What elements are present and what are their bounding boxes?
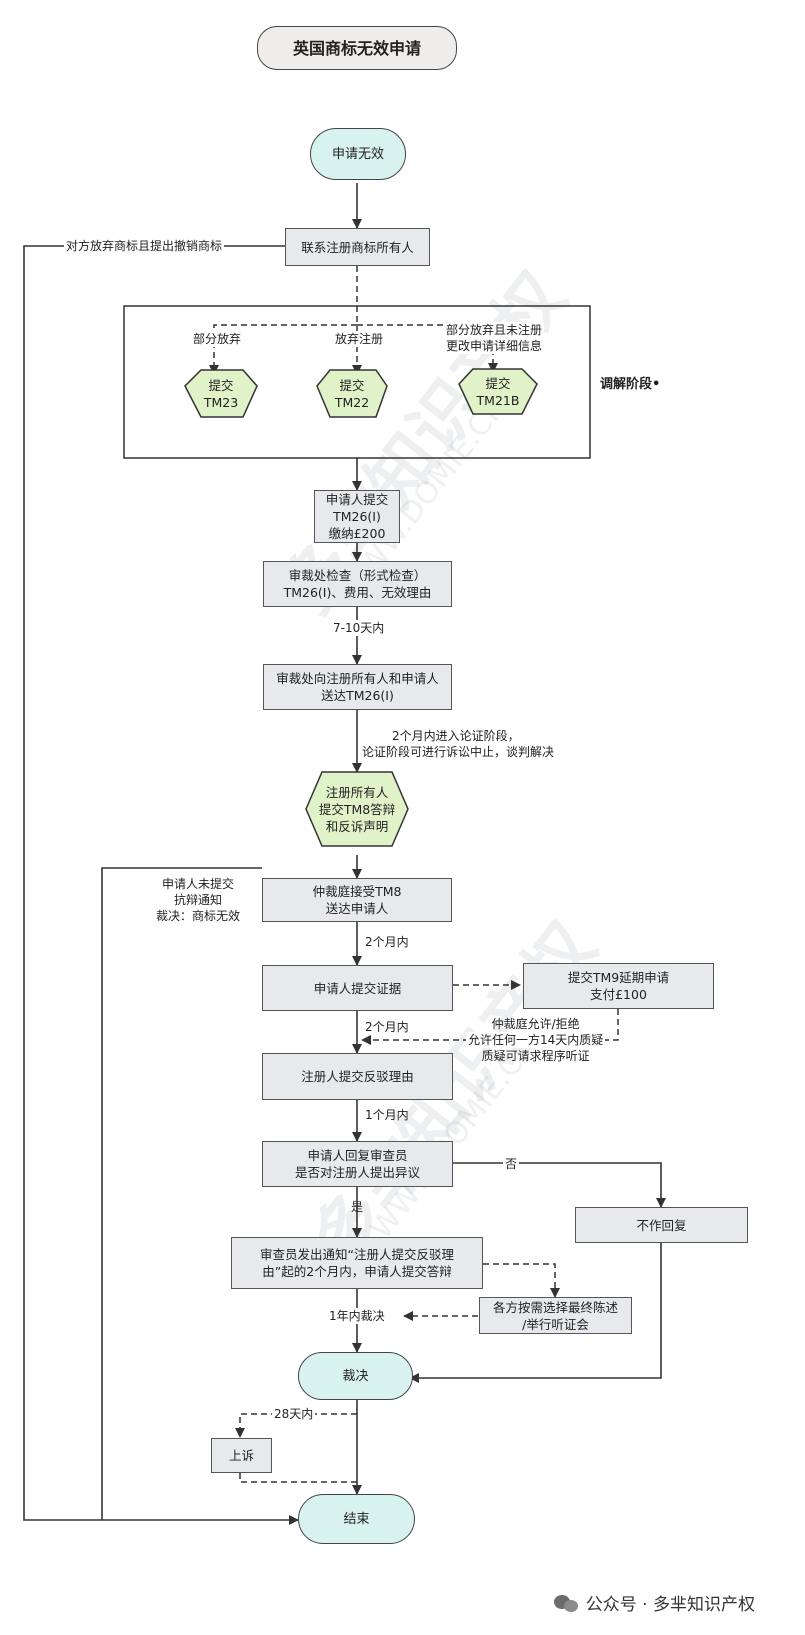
watermark-text: 公众号 · 多芈知识产权 [585, 1595, 755, 1615]
node-no-reply: 不作回复 [575, 1207, 748, 1243]
label-days-7-10: 7-10天内 [331, 620, 387, 636]
node-tm23-line1: 提交 [208, 377, 234, 393]
hexagon-tm22 [316, 369, 388, 418]
tribunal-allow-line1: 仲裁庭允许/拒绝 [491, 1017, 580, 1031]
wechat-watermark: 公众号 · 多芈知识产权 [553, 1590, 755, 1615]
edge-reply-no [453, 1162, 666, 1208]
edge-contact-tm23 [209, 324, 357, 375]
hexagon-tm23 [184, 369, 258, 418]
node-tm21b-line1: 提交 [485, 375, 511, 391]
node-examiner-notice: 审查员发出通知“注册人提交反驳理 由”起的2个月内，申请人提交答辩 [231, 1237, 483, 1289]
registry-serve-line1: 审裁处向注册所有人和申请人 [276, 671, 439, 686]
label-within-2-months-a: 2个月内 [365, 935, 409, 949]
node-tm23: 提交 TM23 [185, 370, 257, 417]
label-within-28-days: 28天内 [272, 1406, 316, 1422]
tribunal-line1: 仲裁庭接受TM8 [312, 884, 402, 899]
tribunal-line2: 送达申请人 [325, 901, 389, 916]
final-line1: 各方按需选择最终陈述 [492, 1299, 618, 1315]
label-within-1-year: 1年内裁决 [327, 1308, 387, 1324]
edge-no-defence-end [101, 867, 262, 1520]
label-abandon-registration: 放弃注册 [333, 331, 386, 347]
no-counter-line3: 裁决：商标无效 [156, 909, 241, 923]
page-title: 英国商标无效申请 [257, 26, 457, 70]
label-partial-abandon: 部分放弃 [191, 331, 244, 347]
node-tm22: 提交 TM22 [317, 370, 387, 417]
edge-examiner-final [483, 1263, 560, 1298]
node-registry-check: 审裁处检查（形式检查） TM26(I)、费用、无效理由 [263, 561, 452, 607]
partial-change-line1: 部分放弃且未注册 [446, 323, 543, 337]
partial-change-line2: 更改申请详细信息 [446, 339, 543, 353]
edge-appeal-end [239, 1473, 357, 1483]
examiner-line2: 由”起的2个月内，申请人提交答辩 [262, 1264, 452, 1279]
label-withdraw-cancel: 对方放弃商标且提出撤销商标 [64, 238, 225, 254]
node-tribunal-accept-tm8: 仲裁庭接受TM8 送达申请人 [262, 878, 452, 922]
node-applicant-evidence: 申请人提交证据 [262, 965, 453, 1011]
label-within-1-month: 1个月内 [365, 1108, 409, 1122]
node-end: 结束 [298, 1494, 415, 1544]
label-within-2-months-b: 2个月内 [365, 1020, 409, 1034]
applicant-reply-line2: 是否对注册人提出异议 [294, 1165, 420, 1180]
node-applicant-reply: 申请人回复审查员 是否对注册人提出异议 [262, 1141, 453, 1187]
owner-tm8-line3: 和反诉声明 [325, 818, 389, 834]
owner-tm8-line1: 注册所有人 [325, 784, 389, 800]
edge-tm9-back [361, 1009, 619, 1045]
label-partial-abandon-change: 部分放弃且未注册 更改申请详细信息 [444, 322, 545, 354]
edge-decision-appeal [235, 1413, 357, 1438]
hexagon-tm21b [458, 368, 538, 415]
argument-line2: 论证阶段可进行诉讼中止，谈判解决 [362, 745, 555, 759]
node-final-submissions: 各方按需选择最终陈述 /举行听证会 [479, 1297, 632, 1334]
node-contact-owner: 联系注册商标所有人 [285, 228, 430, 266]
no-counter-line2: 抗辩通知 [174, 893, 223, 907]
node-owner-rebuttal: 注册人提交反驳理由 [262, 1053, 453, 1100]
mediation-text: 调解阶段 [600, 377, 653, 392]
tm26-line3: 缴纳£200 [328, 526, 386, 541]
node-tm22-line1: 提交 [339, 377, 365, 393]
final-line2: /举行听证会 [522, 1316, 589, 1332]
registry-check-line1: 审裁处检查（形式检查） [288, 568, 427, 583]
node-tm9-extension: 提交TM9延期申请 支付£100 [523, 963, 714, 1009]
node-tm22-line2: TM22 [334, 394, 370, 410]
node-tm21b-line2: TM21B [476, 392, 520, 408]
label-no-counterstatement: 申请人未提交 抗辩通知 裁决：商标无效 [154, 876, 243, 924]
node-owner-tm8: 注册所有人 提交TM8答辩 和反诉声明 [306, 772, 408, 846]
node-registry-serve: 审裁处向注册所有人和申请人 送达TM26(I) [263, 664, 452, 710]
examiner-line1: 审查员发出通知“注册人提交反驳理 [260, 1247, 454, 1262]
node-applicant-submit-tm26: 申请人提交 TM26(I) 缴纳£200 [314, 490, 400, 543]
tribunal-allow-line2: 允许任何一方14天内质疑 [466, 1032, 606, 1048]
tm26-line1: 申请人提交 [325, 492, 389, 507]
node-tm23-line2: TM23 [203, 394, 239, 410]
argument-line1: 2个月内进入论证阶段， [392, 729, 520, 743]
label-yes: 是 [351, 1200, 364, 1214]
node-appeal: 上诉 [211, 1438, 272, 1473]
no-counter-line1: 申请人未提交 [162, 877, 235, 891]
owner-tm8-line2: 提交TM8答辩 [318, 801, 396, 817]
tm9-line2: 支付£100 [590, 987, 647, 1002]
mediation-dot: • [652, 377, 661, 392]
label-mediation-stage: 调解阶段• [600, 373, 660, 392]
applicant-reply-line1: 申请人回复审查员 [307, 1148, 408, 1163]
tm9-line1: 提交TM9延期申请 [567, 970, 670, 985]
node-apply-invalid: 申请无效 [310, 128, 406, 180]
edge-noreply-decision [409, 1243, 662, 1383]
label-no: 否 [503, 1156, 520, 1172]
registry-check-line2: TM26(I)、费用、无效理由 [283, 585, 432, 600]
tribunal-allow-line3: 质疑可请求程序听证 [481, 1049, 590, 1063]
node-decision: 裁决 [298, 1352, 413, 1400]
hexagon-owner-tm8 [305, 771, 409, 847]
tm26-line2: TM26(I) [333, 509, 381, 524]
node-tm21b: 提交 TM21B [459, 369, 537, 414]
label-tribunal-allow: 仲裁庭允许/拒绝 允许任何一方14天内质疑 质疑可请求程序听证 [466, 1016, 606, 1064]
wechat-icon [553, 1593, 580, 1613]
label-argument-stage: 2个月内进入论证阶段， 论证阶段可进行诉讼中止，谈判解决 [362, 728, 554, 760]
registry-serve-line2: 送达TM26(I) [321, 688, 394, 703]
